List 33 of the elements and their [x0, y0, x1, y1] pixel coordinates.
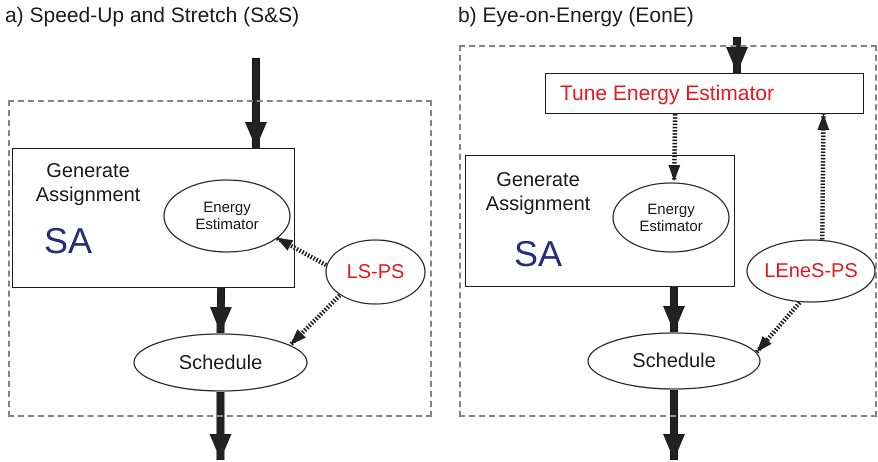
- node-label: LS-PS: [346, 260, 406, 284]
- dotted-arrow: [755, 301, 802, 354]
- ellipse-node: [746, 239, 876, 303]
- dotted-arrow: [668, 114, 680, 182]
- node-label: Energy Estimator: [194, 199, 260, 233]
- ellipse-node: [163, 179, 291, 253]
- process-box: [465, 155, 735, 287]
- ellipse-node: [612, 182, 730, 253]
- arrow: [210, 288, 232, 334]
- node-label: Schedule: [178, 350, 264, 374]
- arrow: [244, 58, 267, 148]
- panel-title: b) Eye-on-Energy (EonE): [458, 4, 694, 28]
- node-label: Schedule: [631, 349, 717, 373]
- box-tag: SA: [44, 221, 92, 261]
- ellipse-node: [587, 332, 761, 390]
- ellipse-node: [325, 239, 426, 305]
- dotted-arrow: [288, 294, 342, 346]
- ellipse-node: [133, 333, 308, 392]
- arrow: [726, 37, 748, 74]
- panel-title: a) Speed-Up and Stretch (S&S): [5, 4, 300, 28]
- arrow: [210, 392, 232, 460]
- arrow: [663, 287, 685, 332]
- box-tag: SA: [514, 234, 562, 274]
- box-heading: Generate Assignment: [34, 159, 142, 207]
- node-label: LEneS-PS: [763, 259, 859, 283]
- dotted-arrow: [275, 236, 328, 268]
- box-label: Tune Energy Estimator: [560, 82, 774, 106]
- process-box: [545, 73, 864, 114]
- process-box: [12, 148, 295, 288]
- node-label: Energy Estimator: [638, 200, 704, 234]
- box-heading: Generate Assignment: [484, 168, 592, 216]
- dotted-arrow: [817, 114, 830, 240]
- arrow: [663, 390, 685, 460]
